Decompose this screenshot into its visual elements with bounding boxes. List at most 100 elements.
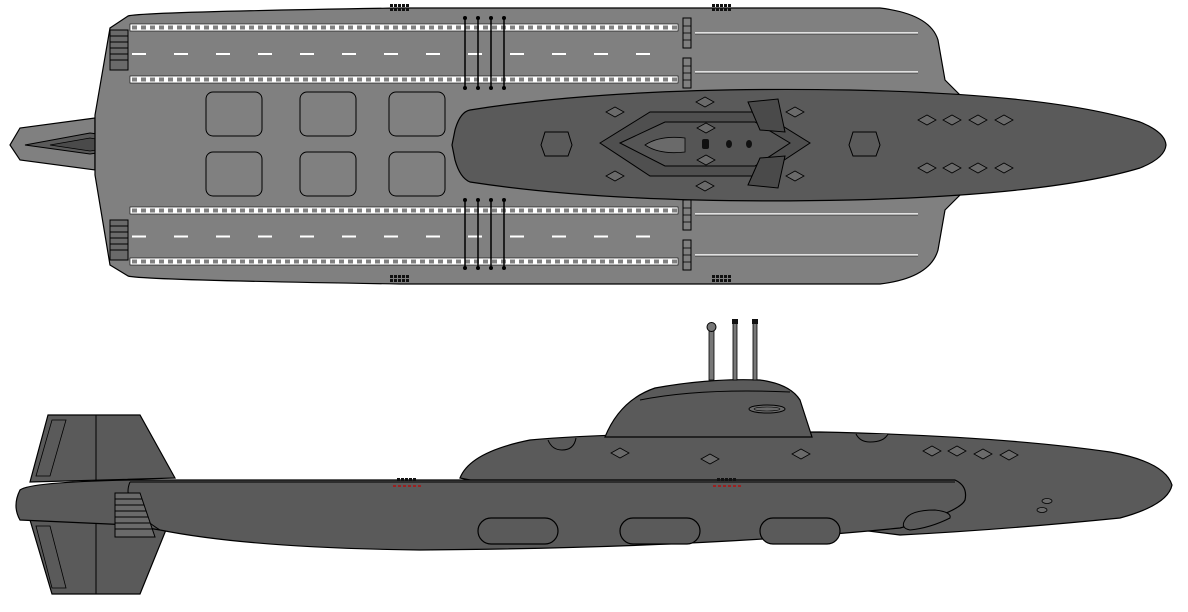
top-view — [9, 4, 1167, 285]
tower-window-inner — [753, 406, 781, 412]
runway-edge-cell — [483, 77, 488, 82]
runway-edge-cell — [438, 77, 443, 82]
vent-grille — [728, 275, 731, 278]
vent-grille — [402, 279, 405, 282]
vent-grille — [716, 8, 719, 11]
vent-grille — [716, 4, 719, 7]
runway-edge-cell — [159, 259, 164, 264]
runway-edge-cell — [465, 259, 470, 264]
runway-edge-cell — [465, 208, 470, 213]
hull-vent-side — [947, 445, 967, 457]
vent-grille — [406, 8, 409, 11]
runway-edge-cell — [411, 77, 416, 82]
runway-centerline-dash — [384, 235, 398, 238]
vent-grille — [394, 8, 397, 11]
runway-edge-cell — [591, 25, 596, 30]
thruster-side — [114, 492, 156, 538]
runway-edge-cell — [492, 25, 497, 30]
runway-edge-cell — [663, 259, 668, 264]
tail-fin-lower-detail — [35, 525, 67, 589]
runway-edge-cell — [510, 208, 515, 213]
hull-vent-side — [700, 453, 720, 465]
runway-edge-cell — [600, 25, 605, 30]
vent-grille-side — [409, 478, 412, 481]
runway-edge-cell — [249, 25, 254, 30]
runway-centerline-dash — [132, 53, 146, 55]
hull-vents-side — [610, 445, 1019, 465]
runway-centerline-dash — [132, 235, 146, 238]
runway-edge-cell — [258, 77, 263, 82]
runway-edge-cell — [384, 25, 389, 30]
side-view — [15, 319, 1173, 595]
runway-edge-cell — [483, 208, 488, 213]
runway-centerline-dash — [552, 53, 566, 55]
runway-edge-cell — [339, 259, 344, 264]
deck-bump-1 — [547, 437, 577, 451]
runway-edge-cell — [402, 25, 407, 30]
runway-edge-cell — [573, 259, 578, 264]
runway-edge-cell — [564, 259, 569, 264]
runway-edge-cell — [384, 259, 389, 264]
periscope-masts — [706, 319, 758, 381]
runway-edge-cell — [357, 208, 362, 213]
vent-grille — [724, 4, 727, 7]
runway-edge-cell — [312, 77, 317, 82]
runway-centerline-dash — [426, 53, 440, 55]
torpedo-port — [902, 509, 951, 531]
bow-port-2 — [1036, 507, 1048, 513]
runway-edge-cell — [474, 25, 479, 30]
runway-edge-cell — [420, 208, 425, 213]
runway-edge-cell — [249, 259, 254, 264]
vent-grille — [406, 279, 409, 282]
vent-grille — [716, 279, 719, 282]
runway-edge-cell — [402, 208, 407, 213]
runway-edge-cell — [195, 259, 200, 264]
runway-edge-cell — [132, 77, 137, 82]
runway-edge-cell — [330, 77, 335, 82]
runway-centerline-dash — [384, 53, 398, 55]
wire-end — [463, 198, 467, 202]
runway-edge-cell — [240, 77, 245, 82]
runway-edge-cell — [519, 77, 524, 82]
wire-end — [502, 198, 506, 202]
vent-grille — [390, 8, 393, 11]
vent-grille — [398, 275, 401, 278]
runway-edge-cell — [294, 208, 299, 213]
vent-grille — [402, 275, 405, 278]
carrier-hull-side — [15, 479, 967, 551]
vent-grille — [712, 4, 715, 7]
runway-edge-cell — [294, 25, 299, 30]
runway-edge-cell — [321, 208, 326, 213]
wire-end — [489, 198, 493, 202]
runway-edge-cell — [132, 259, 137, 264]
vent-grille-side — [733, 478, 736, 481]
runway-edge-cell — [330, 208, 335, 213]
runway-edge-cell — [654, 259, 659, 264]
runway-edge-cell — [654, 25, 659, 30]
runway-edge-cell — [591, 208, 596, 213]
runway-edge-cell — [636, 208, 641, 213]
runway-edge-cell — [627, 259, 632, 264]
runway-edge-cell — [186, 77, 191, 82]
vent-grille — [712, 275, 715, 278]
runway-edge-cell — [618, 25, 623, 30]
runway-centerline-dash — [216, 235, 230, 238]
vent-grille-side — [397, 478, 400, 481]
runway-edge-cell — [312, 25, 317, 30]
runway-edge-cell — [672, 25, 677, 30]
runway-edge-cell — [249, 208, 254, 213]
runway-edge-cell — [492, 77, 497, 82]
runway-edge-cell — [285, 25, 290, 30]
runway-edge-cell — [654, 77, 659, 82]
runway-edge-cell — [276, 208, 281, 213]
runway-edge-cell — [618, 259, 623, 264]
bow-port-1 — [1041, 498, 1053, 504]
runway-edge-cell — [537, 25, 542, 30]
runway-edge-cell — [276, 259, 281, 264]
runway-edge-cell — [303, 259, 308, 264]
wire-end — [476, 266, 480, 270]
runway-edge-cell — [204, 259, 209, 264]
runway-edge-cell — [240, 208, 245, 213]
runway-edge-cell — [267, 208, 272, 213]
